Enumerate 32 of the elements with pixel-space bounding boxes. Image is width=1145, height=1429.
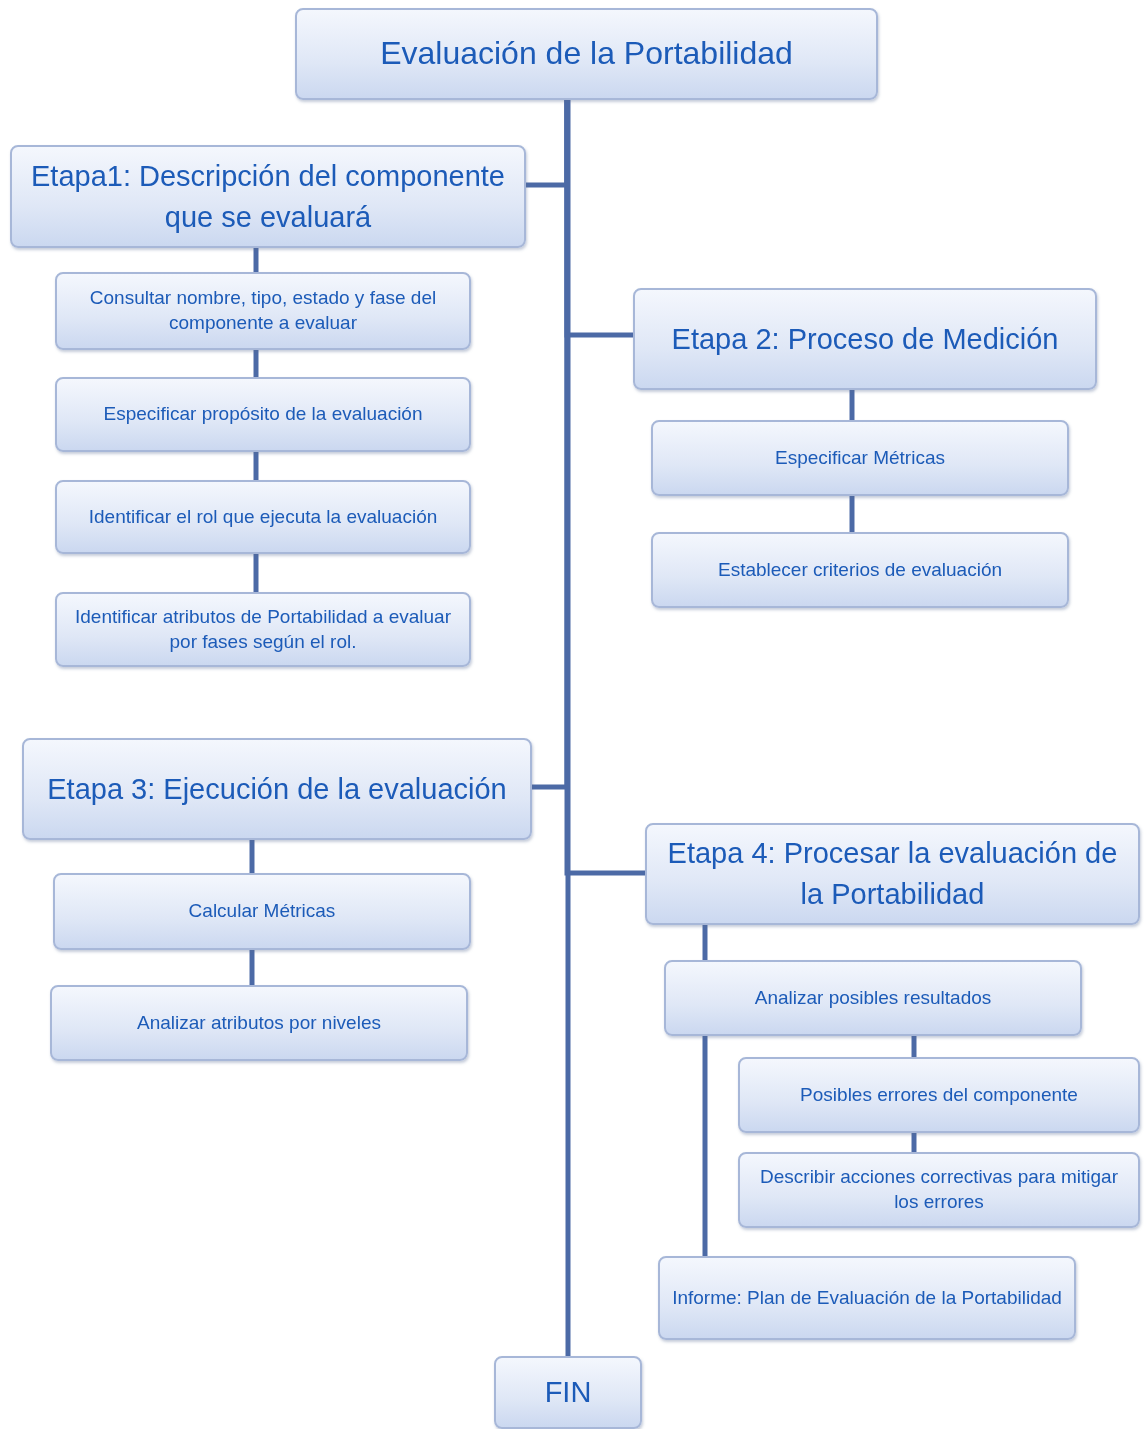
connector-line xyxy=(849,390,855,420)
connector-line xyxy=(249,840,255,873)
connector-line xyxy=(849,496,855,532)
stage-box: FIN xyxy=(494,1356,642,1429)
connector-line xyxy=(253,350,259,377)
step-box: Describir acciones correctivas para mitigar los errores xyxy=(738,1152,1140,1228)
stage-box: Etapa 3: Ejecución de la evaluación xyxy=(22,738,532,840)
step-box: Especificar propósito de la evaluación xyxy=(55,377,471,452)
connector-line xyxy=(702,1036,708,1256)
connector-line xyxy=(253,554,259,592)
connector-line xyxy=(249,950,255,985)
connector-line xyxy=(564,100,645,876)
stage-box: Etapa 2: Proceso de Medición xyxy=(633,288,1097,390)
step-box: Analizar posibles resultados xyxy=(664,960,1082,1036)
title-box: Evaluación de la Portabilidad xyxy=(295,8,878,100)
step-box: Especificar Métricas xyxy=(651,420,1069,496)
connector-line xyxy=(911,1133,917,1152)
step-box: Posibles errores del componente xyxy=(738,1057,1140,1133)
step-box: Consultar nombre, tipo, estado y fase del componente a evaluar xyxy=(55,272,471,350)
connector-line xyxy=(911,1036,917,1057)
step-box: Establecer criterios de evaluación xyxy=(651,532,1069,608)
stage-box: Etapa 4: Procesar la evaluación de la Portabilidad xyxy=(645,823,1140,925)
step-box: Calcular Métricas xyxy=(53,873,471,950)
connector-line xyxy=(253,452,259,480)
step-box: Informe: Plan de Evaluación de la Portabilidad xyxy=(658,1256,1076,1340)
stage-box: Etapa1: Descripción del componente que se evaluará xyxy=(10,145,526,248)
step-box: Identificar atributos de Portabilidad a evaluar por fases según el rol. xyxy=(55,592,471,667)
connector-line xyxy=(253,248,259,272)
step-box: Analizar atributos por niveles xyxy=(50,985,468,1061)
connector-line xyxy=(565,100,571,1356)
connector-line xyxy=(702,925,708,960)
step-box: Identificar el rol que ejecuta la evaluación xyxy=(55,480,471,554)
